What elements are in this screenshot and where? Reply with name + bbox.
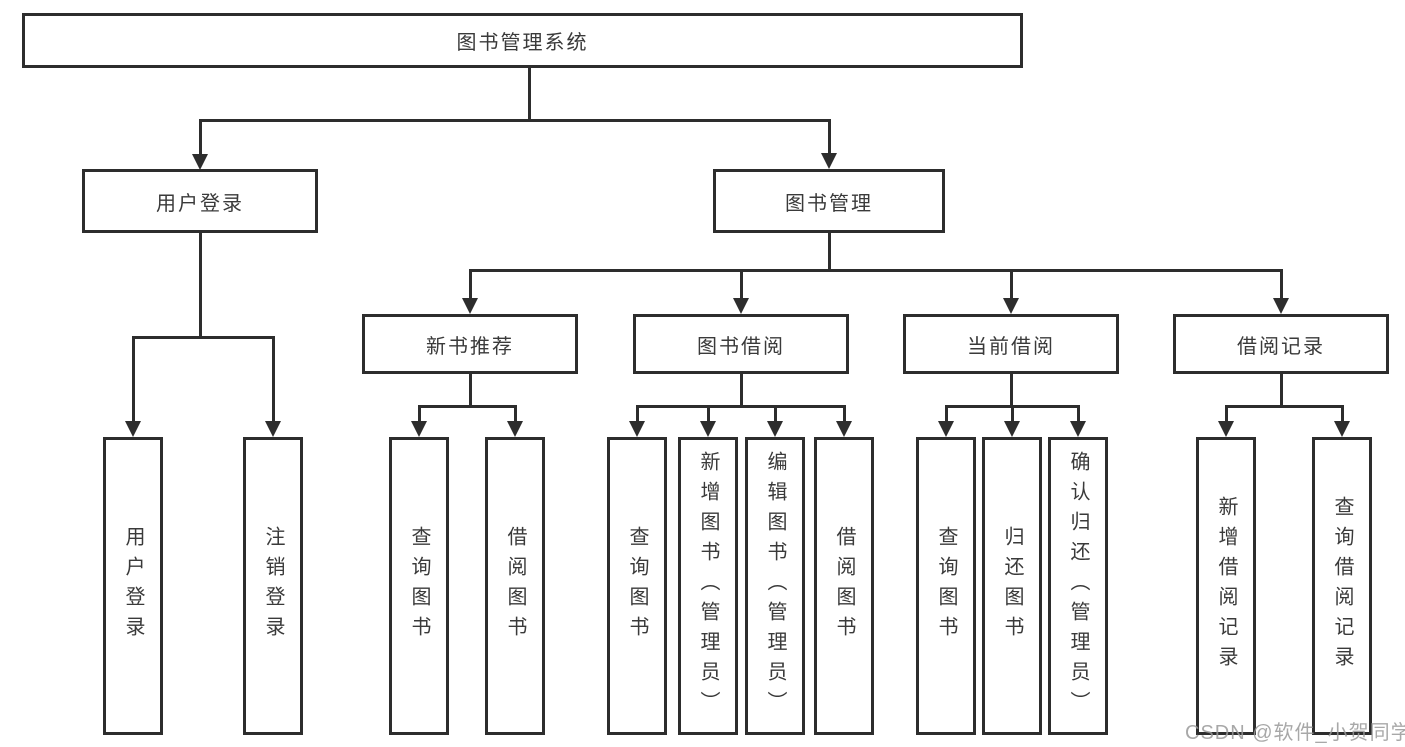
connector-line <box>1280 374 1283 408</box>
node-label: 借阅图书 <box>504 526 526 646</box>
connector-line <box>707 405 710 424</box>
node-label: 用户登录 <box>156 192 244 215</box>
connector-line <box>469 269 1283 272</box>
arrow-down-icon <box>192 154 208 170</box>
connector-line <box>1341 405 1344 424</box>
connector-line <box>636 405 845 408</box>
arrow-down-icon <box>733 298 749 314</box>
arrow-down-icon <box>1273 298 1289 314</box>
leaf-query-borrow-record: 查询借阅记录 <box>1312 437 1372 735</box>
node-user-login: 用户登录 <box>82 169 318 233</box>
connector-line <box>636 405 639 424</box>
connector-line <box>132 336 135 424</box>
connector-line <box>418 405 421 424</box>
leaf-query-books-recommend: 查询图书 <box>389 437 449 735</box>
leaf-logout: 注销登录 <box>243 437 303 735</box>
node-book-management: 图书管理 <box>713 169 945 233</box>
arrow-down-icon <box>821 153 837 169</box>
connector-line <box>1010 269 1013 300</box>
arrow-down-icon <box>411 421 427 437</box>
node-label: 图书管理系统 <box>456 32 589 54</box>
connector-line <box>1010 374 1013 408</box>
connector-line <box>1225 405 1228 424</box>
connector-line <box>740 374 743 408</box>
connector-line <box>469 269 472 300</box>
node-label: 确认归还（管理员） <box>1067 451 1089 721</box>
watermark-text: CSDN @软件_小贺同学 <box>1185 722 1405 744</box>
arrow-down-icon <box>938 421 954 437</box>
connector-line <box>828 233 831 272</box>
node-label: 图书管理 <box>785 192 873 215</box>
connector-line <box>1077 405 1080 424</box>
connector-line <box>272 336 275 424</box>
node-label: 注销登录 <box>262 526 284 646</box>
connector-line <box>774 405 777 424</box>
arrow-down-icon <box>700 421 716 437</box>
node-label: 借阅记录 <box>1237 335 1325 358</box>
connector-line <box>528 68 531 122</box>
node-label: 新增图书（管理员） <box>697 451 719 721</box>
arrow-down-icon <box>1070 421 1086 437</box>
arrow-down-icon <box>1334 421 1350 437</box>
connector-line <box>828 119 831 157</box>
arrow-down-icon <box>1004 421 1020 437</box>
connector-line <box>132 336 275 339</box>
leaf-edit-book-admin: 编辑图书（管理员） <box>745 437 805 735</box>
arrow-down-icon <box>1003 298 1019 314</box>
connector-line <box>740 269 743 300</box>
node-book-borrowing: 图书借阅 <box>633 314 849 374</box>
connector-line <box>945 405 948 424</box>
leaf-return-book: 归还图书 <box>982 437 1042 735</box>
arrow-down-icon <box>767 421 783 437</box>
leaf-query-books-current: 查询图书 <box>916 437 976 735</box>
connector-line <box>514 405 517 424</box>
connector-line <box>1280 269 1283 300</box>
node-label: 归还图书 <box>1001 526 1023 646</box>
leaf-user-login: 用户登录 <box>103 437 163 735</box>
arrow-down-icon <box>836 421 852 437</box>
leaf-add-borrow-record: 新增借阅记录 <box>1196 437 1256 735</box>
leaf-confirm-return-admin: 确认归还（管理员） <box>1048 437 1108 735</box>
node-new-book-recommendation: 新书推荐 <box>362 314 578 374</box>
connector-line <box>469 374 472 408</box>
node-label: 用户登录 <box>122 526 144 646</box>
arrow-down-icon <box>629 421 645 437</box>
leaf-query-books-borrow: 查询图书 <box>607 437 667 735</box>
connector-line <box>843 405 846 424</box>
arrow-down-icon <box>265 421 281 437</box>
arrow-down-icon <box>125 421 141 437</box>
node-label: 查询图书 <box>408 526 430 646</box>
node-label: 借阅图书 <box>833 526 855 646</box>
connector-line <box>199 119 202 157</box>
node-label: 查询图书 <box>935 526 957 646</box>
node-root: 图书管理系统 <box>22 13 1023 68</box>
leaf-add-book-admin: 新增图书（管理员） <box>678 437 738 735</box>
connector-line <box>418 405 517 408</box>
arrow-down-icon <box>507 421 523 437</box>
node-label: 当前借阅 <box>967 335 1055 358</box>
arrow-down-icon <box>1218 421 1234 437</box>
node-label: 新书推荐 <box>426 335 514 358</box>
connector-line <box>1225 405 1344 408</box>
connector-line <box>1011 405 1014 424</box>
node-label: 新增借阅记录 <box>1215 496 1237 676</box>
node-label: 编辑图书（管理员） <box>764 451 786 721</box>
node-current-borrowing: 当前借阅 <box>903 314 1119 374</box>
node-label: 查询借阅记录 <box>1331 496 1353 676</box>
connector-line <box>199 233 202 339</box>
arrow-down-icon <box>462 298 478 314</box>
node-borrowing-records: 借阅记录 <box>1173 314 1389 374</box>
node-label: 图书借阅 <box>697 335 785 358</box>
node-label: 查询图书 <box>626 526 648 646</box>
leaf-borrow-books-recommend: 借阅图书 <box>485 437 545 735</box>
connector-line <box>199 119 831 122</box>
leaf-borrow-books: 借阅图书 <box>814 437 874 735</box>
